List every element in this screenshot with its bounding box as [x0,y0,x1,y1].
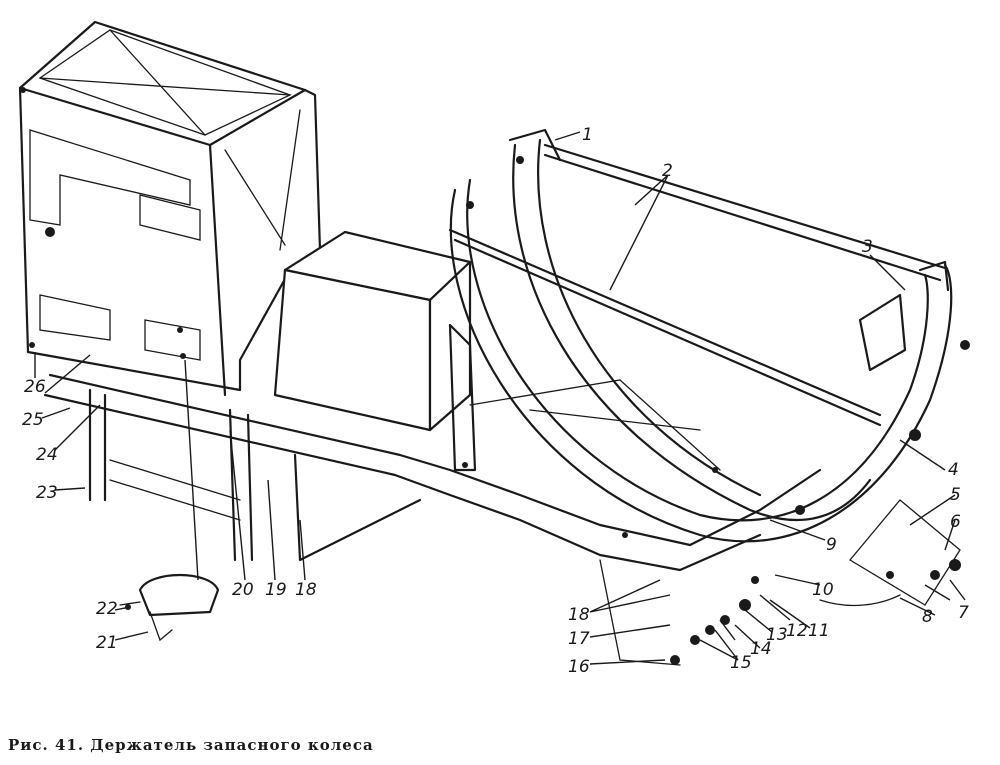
wheel-carrier [448,128,970,543]
middle-box [273,230,472,432]
callout-18-left: 18 [295,580,317,600]
callout-2: 2 [662,161,673,181]
callout-1: 1 [582,125,593,145]
callout-5: 5 [950,485,961,505]
figure-caption: Рис. 41. Держатель запасного колеса [8,736,374,754]
callout-7: 7 [958,603,969,623]
callout-10: 10 [812,580,834,600]
callout-16: 16 [568,657,590,677]
cab-body [18,20,322,397]
callout-22: 22 [96,599,118,619]
callout-11: 11 [808,621,830,641]
lower-parts [119,499,961,665]
callout-20: 20 [232,580,254,600]
callout-17: 17 [568,629,590,649]
callout-9: 9 [826,535,837,555]
callout-4: 4 [948,460,959,480]
callout-14: 14 [750,639,772,659]
callout-25: 25 [22,410,44,430]
callout-24: 24 [36,445,58,465]
callout-26: 26 [24,377,46,397]
callout-23: 23 [36,483,58,503]
callout-15: 15 [730,653,752,673]
callout-labels: 1 2 3 4 5 6 7 8 9 10 11 12 13 14 15 16 1… [22,125,969,677]
callout-19: 19 [265,580,287,600]
callout-8: 8 [922,607,933,627]
callout-13: 13 [766,625,788,645]
leader-lines [34,131,966,665]
callout-6: 6 [950,512,961,532]
callout-18-right: 18 [568,605,590,625]
frame-rail [43,373,822,666]
callout-12: 12 [786,621,808,641]
callout-21: 21 [96,633,118,653]
callout-3: 3 [862,237,873,257]
